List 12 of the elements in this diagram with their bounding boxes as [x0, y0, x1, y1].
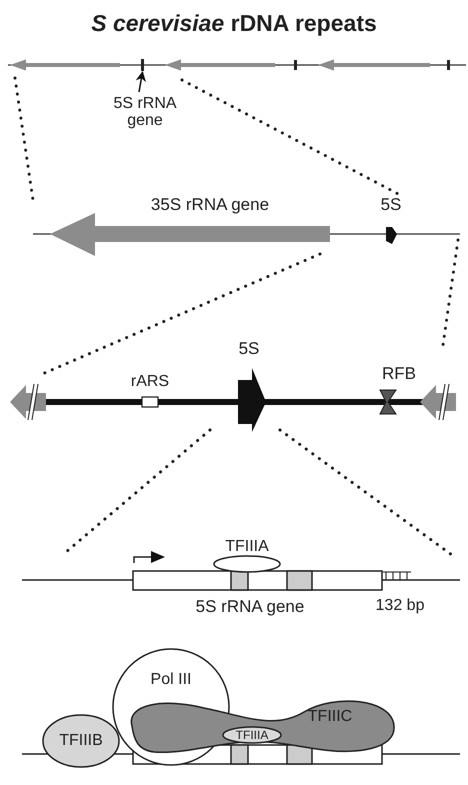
- tick-mark: [141, 59, 144, 71]
- leader-arrow: [136, 70, 146, 92]
- protein-ellipse: TFIIIB: [42, 714, 120, 768]
- gene-label: 35S rRNA gene: [150, 196, 270, 214]
- gene-label: 5S rRNA gene: [194, 598, 306, 616]
- gene-label: 5S: [380, 196, 402, 214]
- length-label: 132 bp: [374, 598, 426, 615]
- gene-label: 5S rRNA gene: [100, 92, 190, 134]
- gene-label: 5S: [238, 340, 260, 358]
- element-label: rARS: [130, 374, 170, 391]
- diagram-title: S cerevisiae rDNA repeats: [90, 10, 378, 37]
- element-label: RFB: [381, 365, 417, 383]
